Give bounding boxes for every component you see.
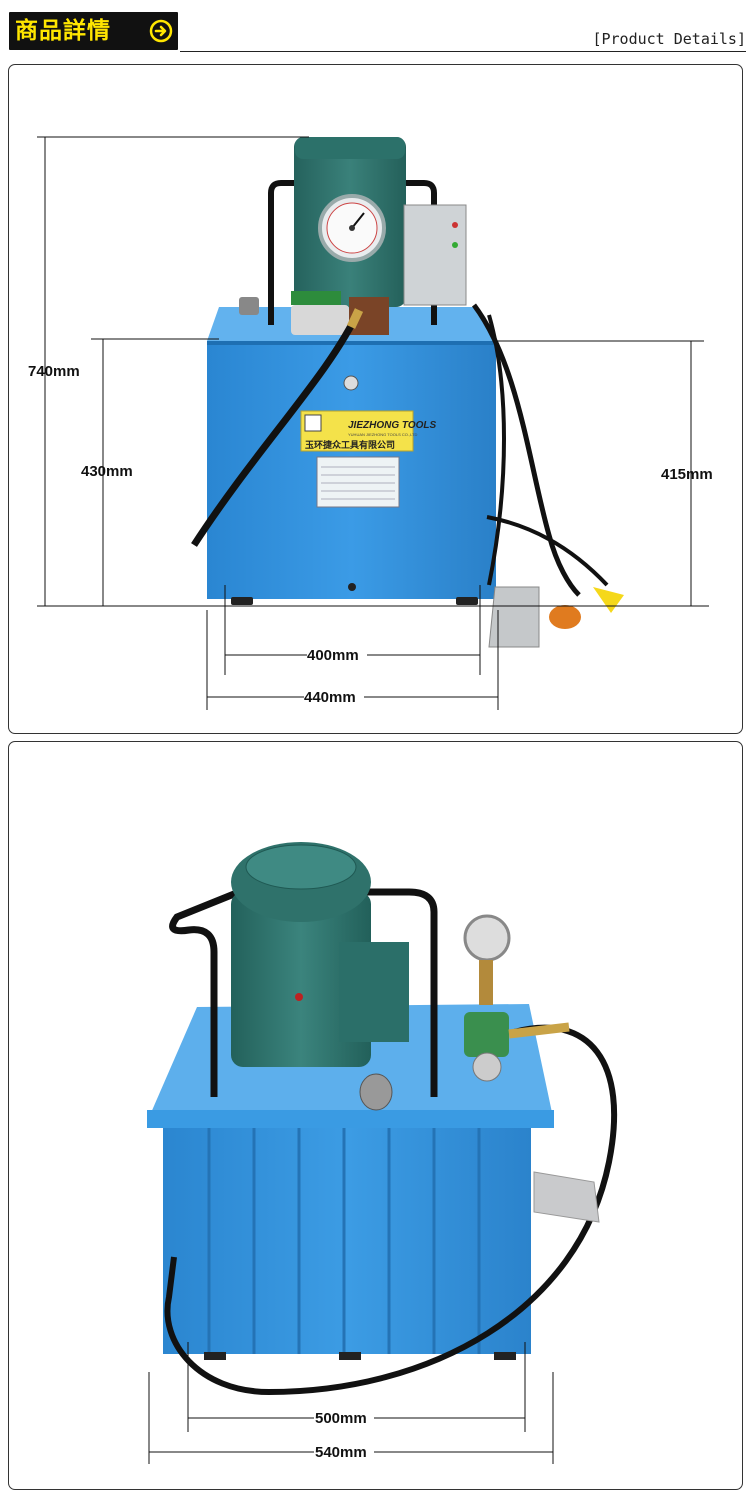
dim-inner-width-2: 500mm bbox=[315, 1410, 367, 1427]
frame-handle-2 bbox=[169, 888, 438, 1097]
arrow-right-circle-icon bbox=[149, 19, 173, 43]
section-title: 商品詳情 bbox=[15, 18, 111, 44]
yellow-connector bbox=[593, 587, 624, 613]
hose-2 bbox=[164, 1024, 618, 1396]
electric-motor-2 bbox=[231, 892, 371, 1067]
brand-name: JIEZHONG TOOLS bbox=[348, 420, 436, 431]
side-view-photo: 500mm 540mm bbox=[147, 842, 618, 1464]
dim-tank-height: 430mm bbox=[81, 463, 133, 480]
filler-cap bbox=[359, 1073, 393, 1111]
section-subtitle: [Product Details] bbox=[592, 30, 746, 48]
dim-right-height: 415mm bbox=[661, 466, 713, 483]
dim-outer-width: 440mm bbox=[304, 689, 356, 706]
page-header: 商品詳情 [Product Details] bbox=[0, 0, 750, 55]
pressure-gauge-2 bbox=[463, 914, 511, 962]
dim-total-height: 740mm bbox=[28, 363, 80, 380]
dim-outer-width-2: 540mm bbox=[315, 1444, 367, 1461]
hose-right bbox=[471, 303, 581, 597]
side-view-panel: 500mm 540mm bbox=[8, 741, 743, 1490]
left-handle bbox=[268, 180, 301, 325]
valve-2 bbox=[464, 1012, 509, 1057]
front-view-panel: JIEZHONG TOOLS YUHUAN JIEZHONG TOOLS CO.… bbox=[8, 64, 743, 734]
hose-left bbox=[191, 308, 363, 547]
oil-tank-2 bbox=[163, 1122, 531, 1354]
dim-inner-width: 400mm bbox=[307, 647, 359, 664]
foot-pedal-2 bbox=[533, 1171, 600, 1223]
company-name-en: YUHUAN JIEZHONG TOOLS CO.,LTD bbox=[348, 432, 417, 437]
control-box bbox=[403, 204, 467, 306]
header-divider bbox=[180, 51, 746, 52]
title-banner: 商品詳情 bbox=[9, 12, 178, 50]
green-valve bbox=[291, 291, 341, 305]
spec-plate bbox=[316, 456, 400, 508]
foot-pedal bbox=[488, 586, 540, 648]
right-handle bbox=[404, 180, 437, 325]
front-view-photo: JIEZHONG TOOLS YUHUAN JIEZHONG TOOLS CO.… bbox=[28, 136, 713, 710]
orange-plug bbox=[549, 605, 581, 629]
company-name-cn: 玉环捷众工具有限公司 bbox=[305, 439, 395, 450]
